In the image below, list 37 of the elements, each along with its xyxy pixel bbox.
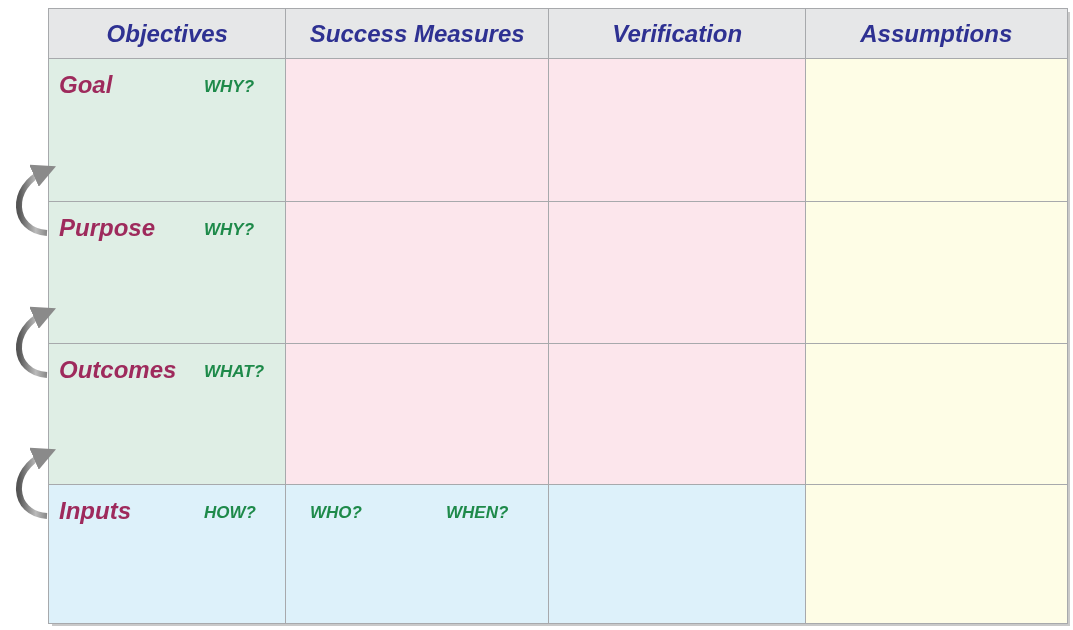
question-label: WHO? bbox=[310, 503, 362, 523]
curved-arrow bbox=[16, 448, 56, 519]
column-header: Verification bbox=[611, 19, 744, 48]
table-cell bbox=[805, 484, 1068, 624]
row-title: Goal bbox=[59, 71, 113, 99]
table-cell bbox=[805, 201, 1068, 345]
column-header: Success Measures bbox=[308, 19, 526, 48]
table-cell bbox=[548, 484, 807, 624]
curved-arrow bbox=[16, 165, 56, 236]
table-cell bbox=[285, 343, 550, 486]
table-cell bbox=[805, 343, 1068, 486]
header-cell bbox=[548, 8, 807, 60]
table-cell bbox=[285, 484, 550, 624]
question-label: HOW? bbox=[204, 503, 256, 523]
question-label: WHEN? bbox=[446, 503, 509, 523]
row-title: Outcomes bbox=[59, 356, 177, 384]
table-cell bbox=[285, 201, 550, 345]
row-title: Inputs bbox=[59, 497, 131, 525]
table-cell bbox=[548, 343, 807, 486]
table-cell bbox=[48, 201, 287, 345]
table-cell bbox=[48, 343, 287, 486]
question-label: WHY? bbox=[204, 77, 255, 97]
header-cell bbox=[805, 8, 1068, 60]
table-cell bbox=[805, 58, 1068, 203]
table-cell bbox=[48, 58, 287, 203]
question-label: WHAT? bbox=[204, 362, 265, 382]
header-cell bbox=[285, 8, 550, 60]
table-cell bbox=[548, 201, 807, 345]
table-cell bbox=[48, 484, 287, 624]
row-title: Purpose bbox=[59, 214, 156, 242]
column-header: Objectives bbox=[105, 19, 229, 48]
question-label: WHY? bbox=[204, 220, 255, 240]
table-cell bbox=[548, 58, 807, 203]
table-cell bbox=[285, 58, 550, 203]
curved-arrow bbox=[16, 307, 56, 378]
header-cell bbox=[48, 8, 287, 60]
column-header: Assumptions bbox=[859, 19, 1014, 48]
